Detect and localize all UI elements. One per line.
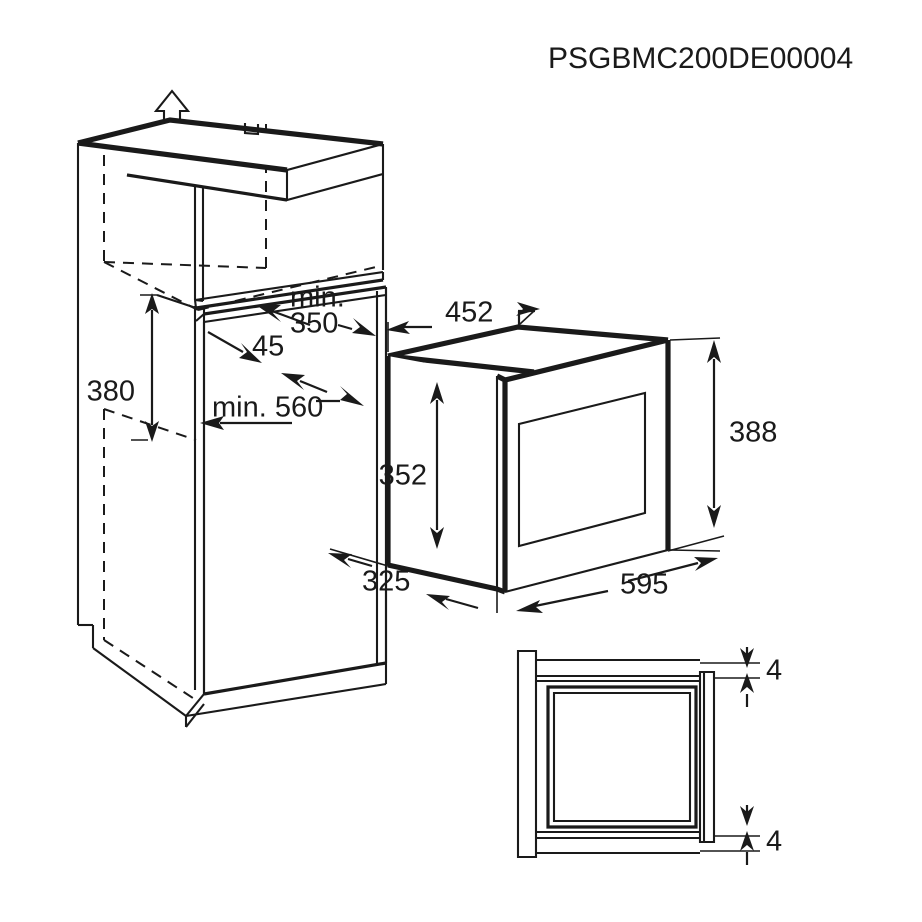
detail-side-panel [516,649,538,859]
dimension-452-label: 452 [445,297,493,329]
dimension-gap-top-label: 4 [766,655,782,687]
cabinet-lower-hidden-edges [103,408,197,701]
detail-front-post [698,670,716,844]
dimension-380-label: 380 [87,376,135,408]
appliance-left-face [388,356,497,589]
dimension-min-label: min. [290,282,345,314]
dimension-350-label: 350 [290,308,338,340]
dimension-gap-bottom-label: 4 [766,826,782,858]
detail-appliance-frame [546,685,698,829]
dimension-gap-bottom-4: 4 [740,805,782,865]
dimension-45-label: 45 [252,331,284,363]
dimension-325: 325 [328,548,498,613]
dimension-388-label: 388 [729,417,777,449]
appliance-door-window [517,391,647,548]
dimension-452: 452 [386,297,540,352]
dimension-595: 595 [516,535,725,613]
appliance-view: 452 352 388 [328,297,777,613]
dimension-gap-top-4: 4 [740,647,782,707]
dimension-352: 352 [379,382,444,549]
dimension-325-label: 325 [362,566,410,598]
cabinet-top-face [78,120,383,170]
dimension-352-label: 352 [379,460,427,492]
dimension-595-label: 595 [620,569,668,601]
detail-view: 4 4 [516,647,782,865]
dimension-380: 380 [87,293,159,442]
cabinet-view: 380 min. 350 45 [76,117,388,728]
dimension-min-560: min. 560 [200,386,364,430]
drawing-title: PSGBMC200DE00004 [548,42,853,75]
dimension-388: 388 [669,337,777,552]
dimension-min-350: min. 350 [256,282,376,340]
dimension-45: 45 [207,331,328,394]
appliance-door-face [505,340,668,592]
dimension-min560-label: min. 560 [212,392,323,424]
appliance-top-face [388,327,668,372]
